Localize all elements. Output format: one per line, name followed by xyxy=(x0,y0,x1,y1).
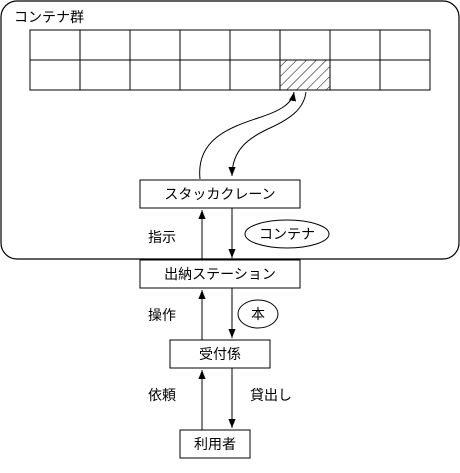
user-label: 利用者 xyxy=(194,437,236,453)
container-region-label: コンテナ群 xyxy=(14,10,84,26)
lending-label: 貸出し xyxy=(250,388,292,404)
retrieval-station-box xyxy=(139,259,301,289)
request-label: 依頼 xyxy=(148,388,176,404)
cell-to-crane-arrow xyxy=(228,91,307,177)
instruction-label: 指示 xyxy=(148,230,176,246)
reception-clerk-label: 受付係 xyxy=(199,347,241,363)
book-item-ellipse xyxy=(237,299,279,329)
book-item-label: 本 xyxy=(251,307,265,323)
crane-to-cell-arrow xyxy=(199,91,297,180)
grid-cell-hatched xyxy=(280,60,330,90)
reception-clerk-box xyxy=(169,339,271,369)
user-box xyxy=(179,429,251,459)
container-item-ellipse xyxy=(244,219,330,249)
container-region xyxy=(0,0,460,260)
retrieval-station-label: 出納ステーション xyxy=(164,267,276,283)
operation-label: 操作 xyxy=(148,308,176,324)
stacker-crane-label: スタッカクレーン xyxy=(164,187,275,203)
container-grid xyxy=(29,29,431,91)
stacker-crane-box xyxy=(139,179,301,209)
container-item-label: コンテナ xyxy=(259,227,315,243)
